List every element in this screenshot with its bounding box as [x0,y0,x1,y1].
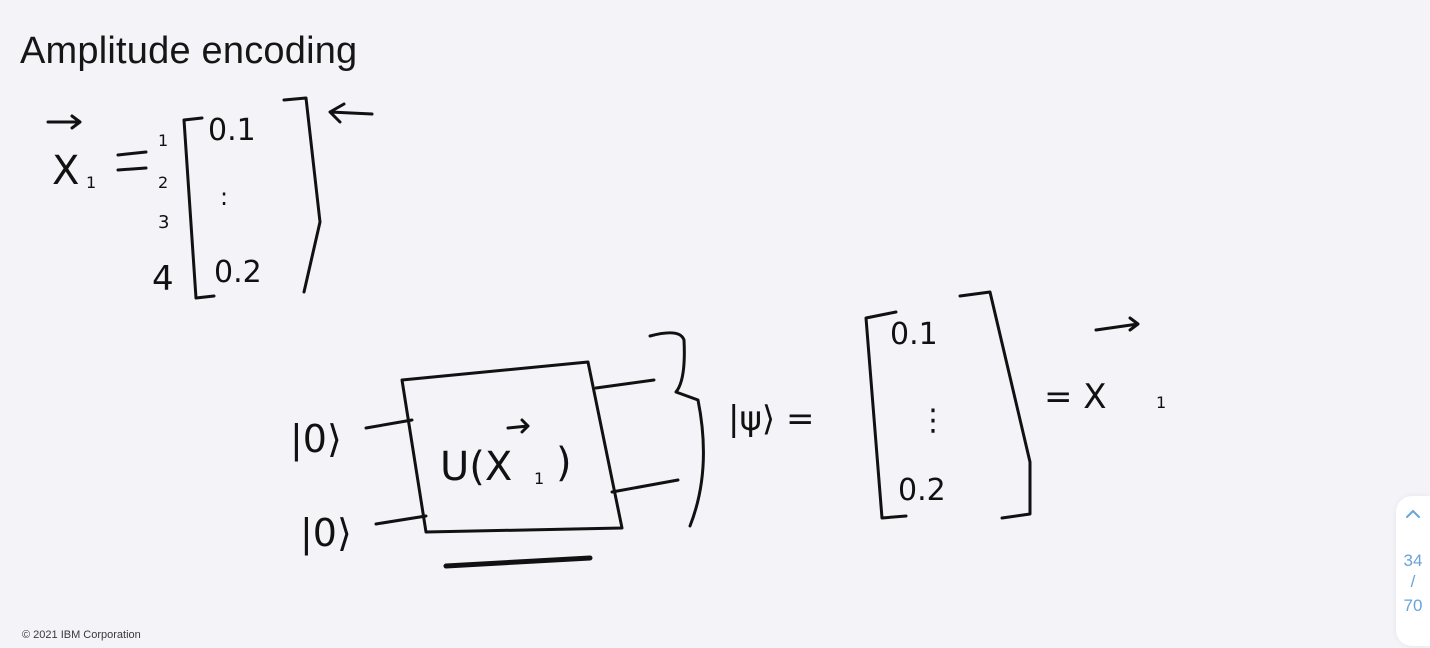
vector-x1-definition: X 1 1 2 3 4 0.1 : 0.2 [46,96,374,300]
slide-title: Amplitude encoding [20,30,358,72]
ket-zero-bottom: |0⟩ [300,511,352,556]
circuit-diagram: |0⟩ |0⟩ U(X 1 ) [290,331,705,569]
slide-pager: 34 / 70 [1396,496,1430,646]
vector-symbol: X [52,148,79,194]
vector-arrow-icon [46,114,82,130]
vector-dots: : [220,183,228,211]
vector-last-value: 0.2 [214,255,262,290]
vector-index-1: 1 [158,131,168,150]
wire-in-bottom [374,514,428,526]
pager-separator: / [1410,572,1416,591]
total-slides-number: 70 [1403,596,1423,615]
state-last-value: 0.2 [898,473,946,508]
left-bracket [182,116,216,300]
equals-vector-sub: 1 [1156,393,1166,412]
vector-index-2: 2 [158,173,168,192]
ket-psi-equals: |ψ⟩ = [728,399,814,439]
unitary-gate-box [400,360,624,534]
vector-index-4: 4 [152,259,174,299]
copyright-footer: © 2021 IBM Corporation [22,629,141,641]
vector-subscript: 1 [86,173,96,192]
gate-label-sub: 1 [534,469,544,488]
gate-vector-arrow-icon [506,418,530,434]
chevron-up-icon[interactable] [1403,504,1423,524]
curly-brace [648,331,705,528]
state-left-bracket [864,310,908,520]
vector-first-value: 0.1 [208,113,256,148]
state-right-bracket [958,290,1032,520]
result-vector-arrow-icon [1094,316,1140,332]
current-slide-number: 34 [1403,551,1423,570]
pointer-arrow-icon [328,102,374,124]
vector-index-3: 3 [158,212,169,233]
state-dots: ⋮ [918,403,948,438]
equals-vector: = X [1044,377,1107,417]
wire-in-top [364,418,414,430]
gate-label: U(X [440,444,512,490]
wire-out-top [594,378,656,390]
state-first-value: 0.1 [890,317,938,352]
right-bracket [282,96,322,294]
ket-zero-top: |0⟩ [290,417,342,462]
psi-state: |ψ⟩ = 0.1 ⋮ 0.2 = X 1 [728,290,1166,520]
underline [443,555,593,569]
wire-out-bottom [610,478,680,494]
gate-label-close: ) [556,440,572,486]
